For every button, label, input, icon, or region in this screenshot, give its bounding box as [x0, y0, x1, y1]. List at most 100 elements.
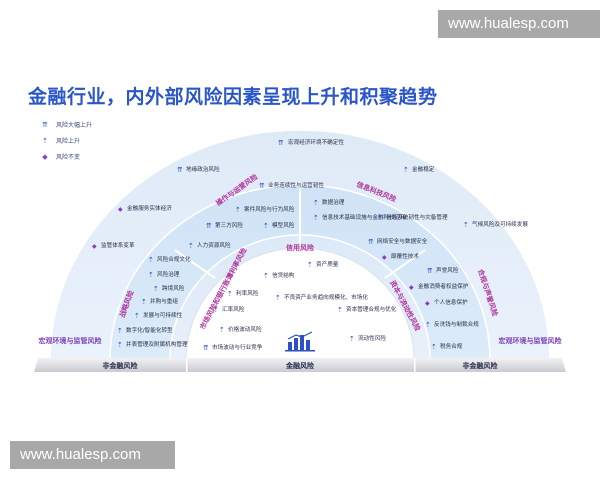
ring2-left-item: 跨境风险 [162, 284, 185, 292]
ring2-left-item: 并购与重组 [150, 297, 178, 305]
ring2-left-item: 数字化/智能化转型 [126, 326, 173, 334]
marker-icon: ⇡ [213, 306, 219, 314]
marker-icon: ⇡ [377, 214, 383, 222]
marker-icon: ⇡ [153, 285, 159, 293]
outer-item: 气候风险及可持续发展 [472, 220, 528, 228]
ring3-item: 人力资源风险 [197, 241, 231, 249]
marker-icon: ⇡ [148, 271, 154, 279]
marker-icon: ⇡ [431, 343, 437, 351]
watermark-top: www.hualesp.com [438, 10, 600, 38]
ring2-left-item: 发展与可持续性 [143, 311, 183, 319]
base-label-financial: 金融风险 [285, 361, 315, 370]
marker-icon: ⇡ [403, 166, 409, 174]
marker-icon: ⇈ [427, 267, 433, 275]
base-label-non-financial-right: 非金融风险 [463, 361, 499, 370]
marker-icon: ⇡ [188, 242, 194, 250]
inner-core [185, 247, 415, 361]
core-item: 流动性风险 [358, 334, 386, 342]
marker-icon: ⇈ [203, 344, 209, 352]
ring2-right-item: 金融消费者权益保护 [418, 282, 469, 290]
arrow-up-icon: ⇡ [42, 136, 48, 145]
marker-icon: ⇈ [259, 182, 265, 190]
marker-icon: ⇡ [141, 298, 147, 306]
marker-icon: ⇡ [275, 294, 281, 302]
base-divider-left [186, 358, 188, 372]
marker-icon: ⇡ [425, 321, 431, 329]
marker-icon: ◆ [425, 300, 430, 307]
ring2-right-item: 个人信息保护 [434, 298, 468, 306]
ring3-item: 业务连续性与运营韧性 [268, 181, 324, 189]
finance-chart-icon [285, 331, 315, 352]
legend-label: 风险上升 [56, 138, 81, 145]
ring3-item: 第三方风险 [215, 221, 243, 229]
marker-icon: ⇡ [235, 206, 241, 214]
base-platform [34, 358, 566, 372]
divider [174, 249, 216, 279]
legend-item-rise: ⇡ 风险上升 [40, 136, 81, 146]
marker-icon: ⇡ [227, 290, 233, 298]
core-item: 不良资产业务趋向规模化、市场化 [284, 293, 368, 301]
legend-item-unchanged: ◆ 风险不变 [40, 152, 81, 162]
ring3-item: 信息系统韧性与灾备管理 [386, 213, 448, 221]
marker-icon: ⇡ [337, 306, 343, 314]
marker-icon: ◆ [118, 206, 123, 213]
outer-item: 地缘政治风险 [186, 165, 220, 173]
divider [384, 249, 426, 279]
marker-icon: ⇡ [313, 214, 319, 222]
marker-icon: ⇈ [177, 166, 183, 174]
ring2-left-item: 并表管理及附属机构管理 [126, 340, 188, 348]
marker-icon: ◆ [409, 284, 414, 291]
double-arrow-up-icon: ⇈ [42, 120, 48, 129]
marker-icon: ⇈ [368, 238, 374, 246]
core-item: 信贷结构 [272, 271, 295, 279]
core-item: 资产质量 [316, 260, 339, 268]
ring3-item: 案件风险与行为风险 [244, 205, 295, 213]
legend-label: 风险大幅上升 [56, 122, 93, 129]
outer-item: 监管体系变革 [101, 241, 135, 249]
marker-icon: ⇡ [263, 272, 269, 280]
ring2-left-item: 风险治理 [157, 270, 180, 278]
base-divider-right [414, 358, 416, 372]
marker-icon: ⇡ [148, 256, 154, 264]
ring3-item: 模型风险 [272, 221, 295, 229]
page-title: 金融行业，内外部风险因素呈现上升和积聚趋势 [28, 86, 438, 108]
corner-label-left: 宏观环境与监管风险 [39, 336, 103, 345]
marker-icon: ⇡ [134, 312, 140, 320]
ring3-item: 信息技术基础设施与金融科技应用 [322, 213, 406, 221]
marker-icon: ⇡ [313, 199, 319, 207]
marker-icon: ⇡ [117, 341, 123, 349]
outer-item: 金融稳定 [412, 165, 435, 173]
core-item: 利率风险 [236, 289, 259, 297]
marker-icon: ⇈ [278, 139, 284, 147]
outer-item: 金融服务实体经济 [127, 204, 172, 212]
diamond-icon: ◆ [42, 152, 48, 161]
legend-label: 风险不变 [56, 154, 81, 161]
marker-icon: ◆ [382, 254, 387, 261]
marker-icon: ⇈ [206, 222, 212, 230]
marker-icon: ⇡ [117, 327, 123, 335]
ring3-item: 数据治理 [322, 198, 345, 206]
watermark-bottom: www.hualesp.com [10, 441, 175, 469]
marker-icon: ◆ [92, 243, 97, 250]
marker-icon: ⇡ [219, 326, 225, 334]
ring2-right-item: 反洗钱与制裁合规 [434, 320, 479, 328]
marker-icon: ⇡ [463, 221, 469, 229]
marker-icon: ⇡ [307, 261, 313, 269]
core-item: 价格波动风险 [228, 325, 262, 333]
segment-credit: 信用风险 [286, 243, 315, 252]
outer-top-label: 宏观经济环境不确定性 [288, 138, 344, 146]
marker-icon: ⇡ [349, 335, 355, 343]
ring2-right-item: 声誉风险 [436, 266, 459, 274]
core-item: 资本管理合规与优化 [346, 305, 397, 313]
legend-item-major-rise: ⇈ 风险大幅上升 [40, 120, 93, 130]
base-label-non-financial-left: 非金融风险 [103, 361, 139, 370]
ring3-item: 颠覆性技术 [391, 252, 419, 260]
marker-icon: ⇡ [263, 222, 269, 230]
ring3-item: 网络安全与数据安全 [377, 237, 428, 245]
core-item: 汇率风险 [222, 305, 245, 313]
ring2-right-item: 税务合规 [440, 342, 463, 350]
corner-label-right: 宏观环境与监管风险 [499, 336, 563, 345]
ring2-left-item: 风险合规文化 [157, 255, 191, 263]
core-item: 市场波动与行业竞争 [212, 343, 263, 351]
